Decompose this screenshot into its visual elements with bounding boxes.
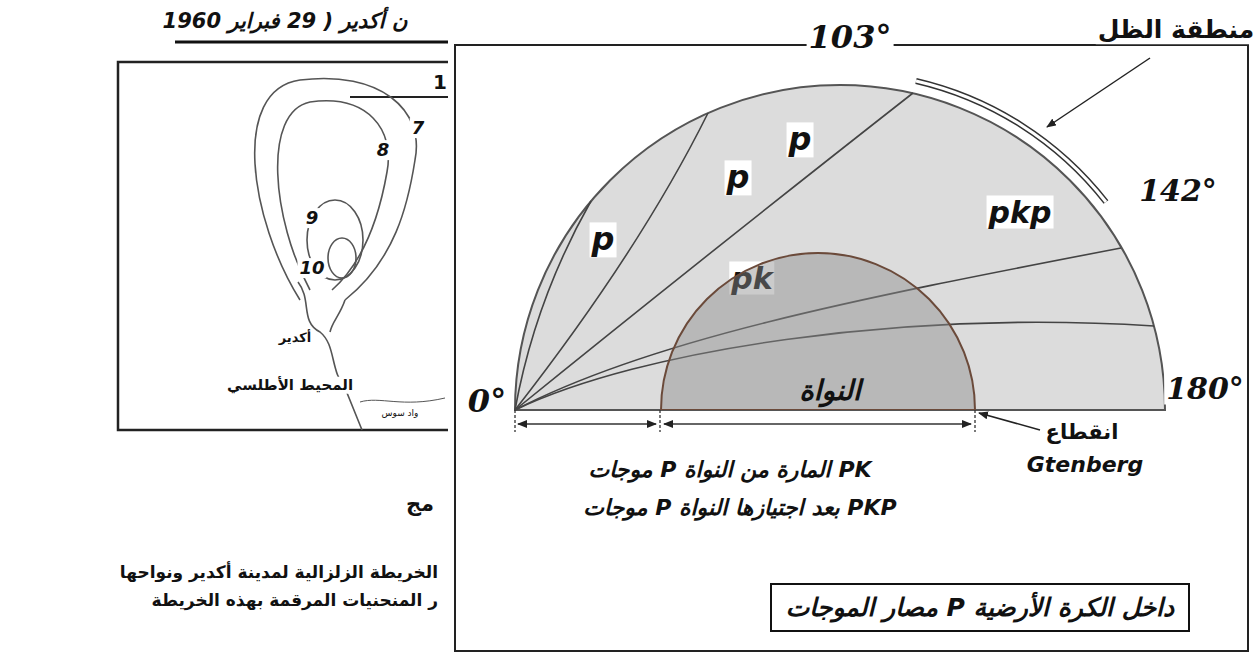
ocean-name: المحيط الأطلسي (225, 377, 355, 394)
angle-label: 142° (1137, 174, 1219, 207)
wave-label: pkp (987, 196, 1054, 229)
wave-label: p (787, 122, 814, 157)
discontinuity-label: انقطاع (1044, 421, 1121, 444)
angle-label: 103° (807, 20, 894, 55)
legend-text: موجات P بعد اجتيازها النواة PKP (581, 496, 898, 520)
shadow-zone-label: منطقة الظل (1096, 16, 1255, 44)
body-text: ر المنحنيات المرقمة بهذه الخريطة (150, 591, 440, 610)
river-name: واد سوس (380, 409, 421, 419)
body-text: الخريطة الزلزالية لمدينة أكدير ونواحها (118, 563, 440, 582)
isoseismal-number: 10 (297, 258, 326, 278)
caption-box: مصار الموجات P داخل الكرة الأرضية (770, 583, 1190, 632)
wave-label: p (590, 222, 617, 257)
isoseismal-number: 8 (375, 140, 392, 160)
angle-label: 180° (1164, 372, 1246, 405)
legend-text: موجات P المارة من النواة PK (586, 458, 873, 482)
map-title: ن أكدير ( 29 فبراير 1960 (161, 10, 410, 33)
isoseismal-number: 1 (431, 71, 449, 93)
city-name: أكدير (277, 331, 314, 345)
isoseismal-number: 7 (410, 118, 427, 138)
discontinuity-label: Gtenberg (1025, 453, 1145, 477)
isoseismal-number: 9 (304, 208, 321, 228)
section-heading: مج (404, 493, 436, 516)
caption-text: مصار الموجات P داخل الكرة الأرضية (786, 593, 1174, 622)
core-shape: النواة (660, 252, 976, 410)
core-label: النواة (799, 374, 861, 407)
wave-label: p (725, 160, 752, 195)
angle-label: 0° (466, 384, 508, 419)
